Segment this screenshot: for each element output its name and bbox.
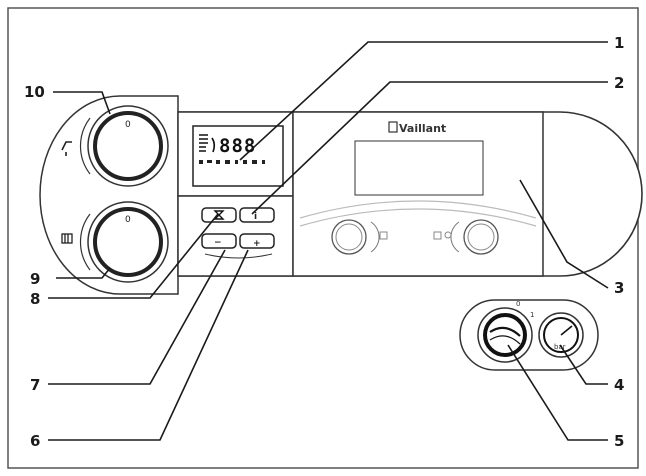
plus-button-symbol: + bbox=[253, 239, 261, 249]
tap-icon bbox=[61, 141, 72, 156]
leader-3 bbox=[519, 179, 609, 289]
info-button[interactable]: i bbox=[239, 207, 275, 223]
minus-button-symbol: − bbox=[214, 238, 222, 248]
heating-knob[interactable]: 0 bbox=[87, 201, 169, 283]
plus-button[interactable]: + bbox=[239, 233, 275, 249]
hot-water-knob[interactable]: 0 bbox=[87, 105, 169, 187]
controller-right-dial[interactable] bbox=[463, 219, 499, 255]
leader-1 bbox=[239, 41, 608, 161]
lcd-digits: 888 bbox=[219, 135, 256, 157]
controller-radiator-icon bbox=[379, 231, 388, 240]
lcd-status-icons bbox=[199, 160, 265, 164]
cover-curve-inner bbox=[299, 208, 537, 227]
leader-2 bbox=[251, 81, 608, 215]
flame-icon bbox=[211, 137, 216, 153]
controller-right-scale bbox=[450, 221, 460, 253]
minus-button[interactable]: − bbox=[201, 233, 237, 249]
hot-water-scale-arc bbox=[79, 117, 91, 175]
controller-window bbox=[354, 140, 484, 196]
lcd-screen bbox=[192, 125, 284, 187]
heating-scale-arc bbox=[79, 213, 91, 271]
lcd-bars-icon bbox=[199, 134, 208, 152]
vaillant-logo: Vaillant bbox=[388, 121, 446, 135]
switch-on-label: 1 bbox=[530, 311, 534, 319]
heating-knob-label: 0 bbox=[125, 215, 131, 225]
leader-8 bbox=[48, 213, 219, 299]
callout-2: 2 bbox=[614, 74, 624, 92]
callout-6: 6 bbox=[30, 432, 40, 450]
controller-left-scale bbox=[370, 221, 380, 253]
leader-4 bbox=[559, 344, 608, 385]
leader-5 bbox=[507, 344, 608, 441]
callout-8: 8 bbox=[30, 290, 40, 308]
gauge-unit: bar bbox=[554, 343, 566, 351]
callout-lines bbox=[48, 41, 609, 441]
callout-7: 7 bbox=[30, 376, 40, 394]
switch-off-label: 0 bbox=[516, 300, 520, 308]
callout-9: 9 bbox=[30, 270, 40, 288]
callout-5: 5 bbox=[614, 432, 624, 450]
leader-9 bbox=[56, 267, 111, 279]
main-switch[interactable] bbox=[477, 307, 533, 363]
figure-frame bbox=[7, 7, 639, 469]
controller-cover-panel bbox=[292, 111, 544, 277]
button-bracket bbox=[204, 253, 273, 259]
leader-6 bbox=[48, 249, 249, 441]
callout-1: 1 bbox=[614, 34, 624, 52]
info-button-symbol: i bbox=[254, 212, 257, 222]
brand-name: Vaillant bbox=[399, 122, 446, 135]
leader-10 bbox=[53, 91, 111, 115]
callout-3: 3 bbox=[614, 279, 624, 297]
controller-clock-icon bbox=[433, 231, 452, 240]
hourglass-icon bbox=[213, 210, 225, 220]
leader-7 bbox=[48, 249, 226, 385]
controller-left-dial[interactable] bbox=[331, 219, 367, 255]
chimney-sweep-button[interactable] bbox=[201, 207, 237, 223]
cover-curve bbox=[299, 200, 537, 219]
callout-4: 4 bbox=[614, 376, 624, 394]
hot-water-knob-label: 0 bbox=[125, 120, 131, 130]
pressure-gauge: bar bbox=[538, 312, 584, 358]
callout-10: 10 bbox=[24, 83, 45, 101]
radiator-icon bbox=[61, 233, 73, 244]
